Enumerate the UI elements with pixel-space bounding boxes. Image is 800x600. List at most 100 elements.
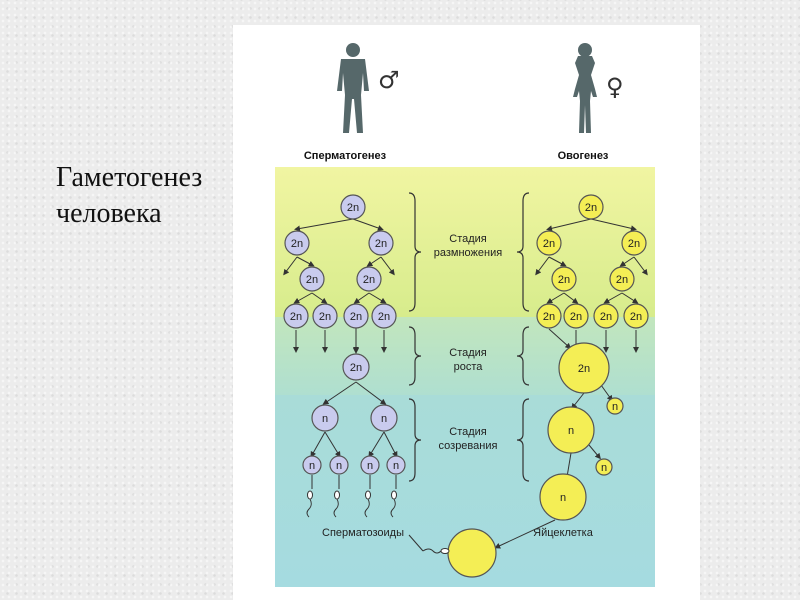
m-cell-mat2-3: n xyxy=(386,455,406,475)
f-cell-2-1-label: 2n xyxy=(616,274,628,286)
stage-growth-line-1: Стадия xyxy=(449,347,487,359)
arrow-f0-0 xyxy=(546,218,592,232)
arrow-m0-1 xyxy=(352,218,384,231)
m-cell-2-0-circle xyxy=(299,266,325,292)
label-egg: Яйцеклетка xyxy=(533,527,594,539)
arrow-m1-a xyxy=(296,256,315,267)
f-cell-2-0: 2n xyxy=(551,266,577,292)
m-cell-mat2-2: n xyxy=(360,455,380,475)
arrow-f1-b xyxy=(619,256,635,267)
f-cell-3-1-label: 2n xyxy=(570,311,582,323)
m-cell-mat2-3-circle xyxy=(386,455,406,475)
f-cell-3-3: 2n xyxy=(623,303,649,329)
sperm-0 xyxy=(306,475,313,518)
m-cell-mat1-1-circle xyxy=(370,404,398,432)
sperm-2-head xyxy=(365,490,371,500)
arrow-m1-side-0 xyxy=(283,256,298,276)
arrow-m2-2 xyxy=(353,292,370,304)
arrow-m2-0 xyxy=(293,292,313,304)
egg-cell-circle xyxy=(447,528,497,578)
m-cell-mat2-0-label: n xyxy=(309,460,315,472)
m-cell-3-2: 2n xyxy=(343,303,369,329)
m-cell-2-0-label: 2n xyxy=(306,274,318,286)
arrow-f-mat2 xyxy=(564,452,572,480)
m-cell-2-1-label: 2n xyxy=(363,274,375,286)
slide-title: Гаметогенез человека xyxy=(56,160,202,232)
sperm-2 xyxy=(364,475,371,518)
m-cell-0: 2n xyxy=(340,194,366,220)
f-polar-body-2: n xyxy=(595,458,613,476)
label-sperm: Сперматозоиды xyxy=(322,527,404,539)
sperm-approaching xyxy=(408,534,450,554)
egg-cell xyxy=(447,528,497,578)
f-cell-0: 2n xyxy=(578,194,604,220)
gametogenesis-figure: ♂ ♀ Сперматогенез Овогенез Стадия размно… xyxy=(233,25,700,600)
f-cell-3-2-circle xyxy=(593,303,619,329)
arrow-f1-side-0 xyxy=(535,256,550,276)
sperm-1-tail xyxy=(333,498,339,518)
brace-right-multiplication xyxy=(516,192,530,312)
m-cell-3-1-circle xyxy=(312,303,338,329)
arrow-f2-0 xyxy=(546,292,565,304)
sperm-1 xyxy=(333,475,340,518)
m-cell-mat2-0-circle xyxy=(302,455,322,475)
m-cell-3-0-label: 2n xyxy=(290,311,302,323)
m-cell-3-1: 2n xyxy=(312,303,338,329)
f-cell-2-0-circle xyxy=(551,266,577,292)
m-cell-mat2-0: n xyxy=(302,455,322,475)
brace-left-growth xyxy=(408,326,422,386)
arrow-m1-side-1 xyxy=(380,256,395,276)
arrow-m0-0 xyxy=(294,218,354,232)
f-cell-growth-label: 2n xyxy=(578,363,590,375)
band-multiplication xyxy=(275,167,655,317)
m-cell-0-circle xyxy=(340,194,366,220)
arrow-m-mat2-1 xyxy=(324,431,341,458)
sperm-2-tail xyxy=(364,498,370,518)
arrow-f-polar2 xyxy=(588,444,601,460)
f-cell-2-1-circle xyxy=(609,266,635,292)
f-cell-1-0-label: 2n xyxy=(543,238,555,250)
arrow-m-mat2-2 xyxy=(368,431,385,458)
m-cell-1-0-label: 2n xyxy=(291,238,303,250)
gametogenesis-diagram: ♂ ♀ Сперматогенез Овогенез Стадия размно… xyxy=(275,43,655,587)
m-cell-3-3-label: 2n xyxy=(378,311,390,323)
f-polar-body-2-label: n xyxy=(601,462,607,474)
arrow-m-mat1-0 xyxy=(322,381,357,405)
f-cell-2-1: 2n xyxy=(609,266,635,292)
arrow-f-polar1 xyxy=(600,384,613,402)
brace-right-growth xyxy=(516,326,530,386)
sperm-0-head xyxy=(307,490,313,500)
m-cell-3-2-circle xyxy=(343,303,369,329)
sperm-approaching-tail xyxy=(422,548,442,554)
brace-right-maturation xyxy=(516,398,530,482)
stage-multiplication-line-1: Стадия xyxy=(449,233,487,245)
f-cell-2-0-label: 2n xyxy=(558,274,570,286)
f-cell-mat2-circle xyxy=(539,473,587,521)
header-spermatogenesis: Сперматогенез xyxy=(304,150,387,162)
arrow-f0-1 xyxy=(590,218,637,232)
arrow-m-mat2-0 xyxy=(310,431,326,458)
arrow-m-mat1-1 xyxy=(355,381,387,405)
f-cell-3-2: 2n xyxy=(593,303,619,329)
f-cell-mat2: n xyxy=(539,473,587,521)
m-cell-1-1-label: 2n xyxy=(375,238,387,250)
slide-title-line-1: Гаметогенез xyxy=(56,162,203,193)
f-cell-1-0-circle xyxy=(536,230,562,256)
f-cell-1-1: 2n xyxy=(621,230,647,256)
m-cell-3-3-circle xyxy=(371,303,397,329)
f-cell-3-1: 2n xyxy=(563,303,589,329)
f-cell-3-2-label: 2n xyxy=(600,311,612,323)
m-cell-2-1-circle xyxy=(356,266,382,292)
f-cell-mat1-label: n xyxy=(568,425,574,437)
stage-growth-line-2: роста xyxy=(454,361,484,373)
m-cell-3-0: 2n xyxy=(283,303,309,329)
f-cell-mat1: n xyxy=(547,406,595,454)
f-cell-1-1-label: 2n xyxy=(628,238,640,250)
f-cell-0-circle xyxy=(578,194,604,220)
brace-left-maturation xyxy=(408,398,422,482)
f-cell-3-0: 2n xyxy=(536,303,562,329)
header-oogenesis: Овогенез xyxy=(558,150,609,162)
m-cell-1-0-circle xyxy=(284,230,310,256)
f-cell-mat1-circle xyxy=(547,406,595,454)
stage-maturation-line-1: Стадия xyxy=(449,426,487,438)
